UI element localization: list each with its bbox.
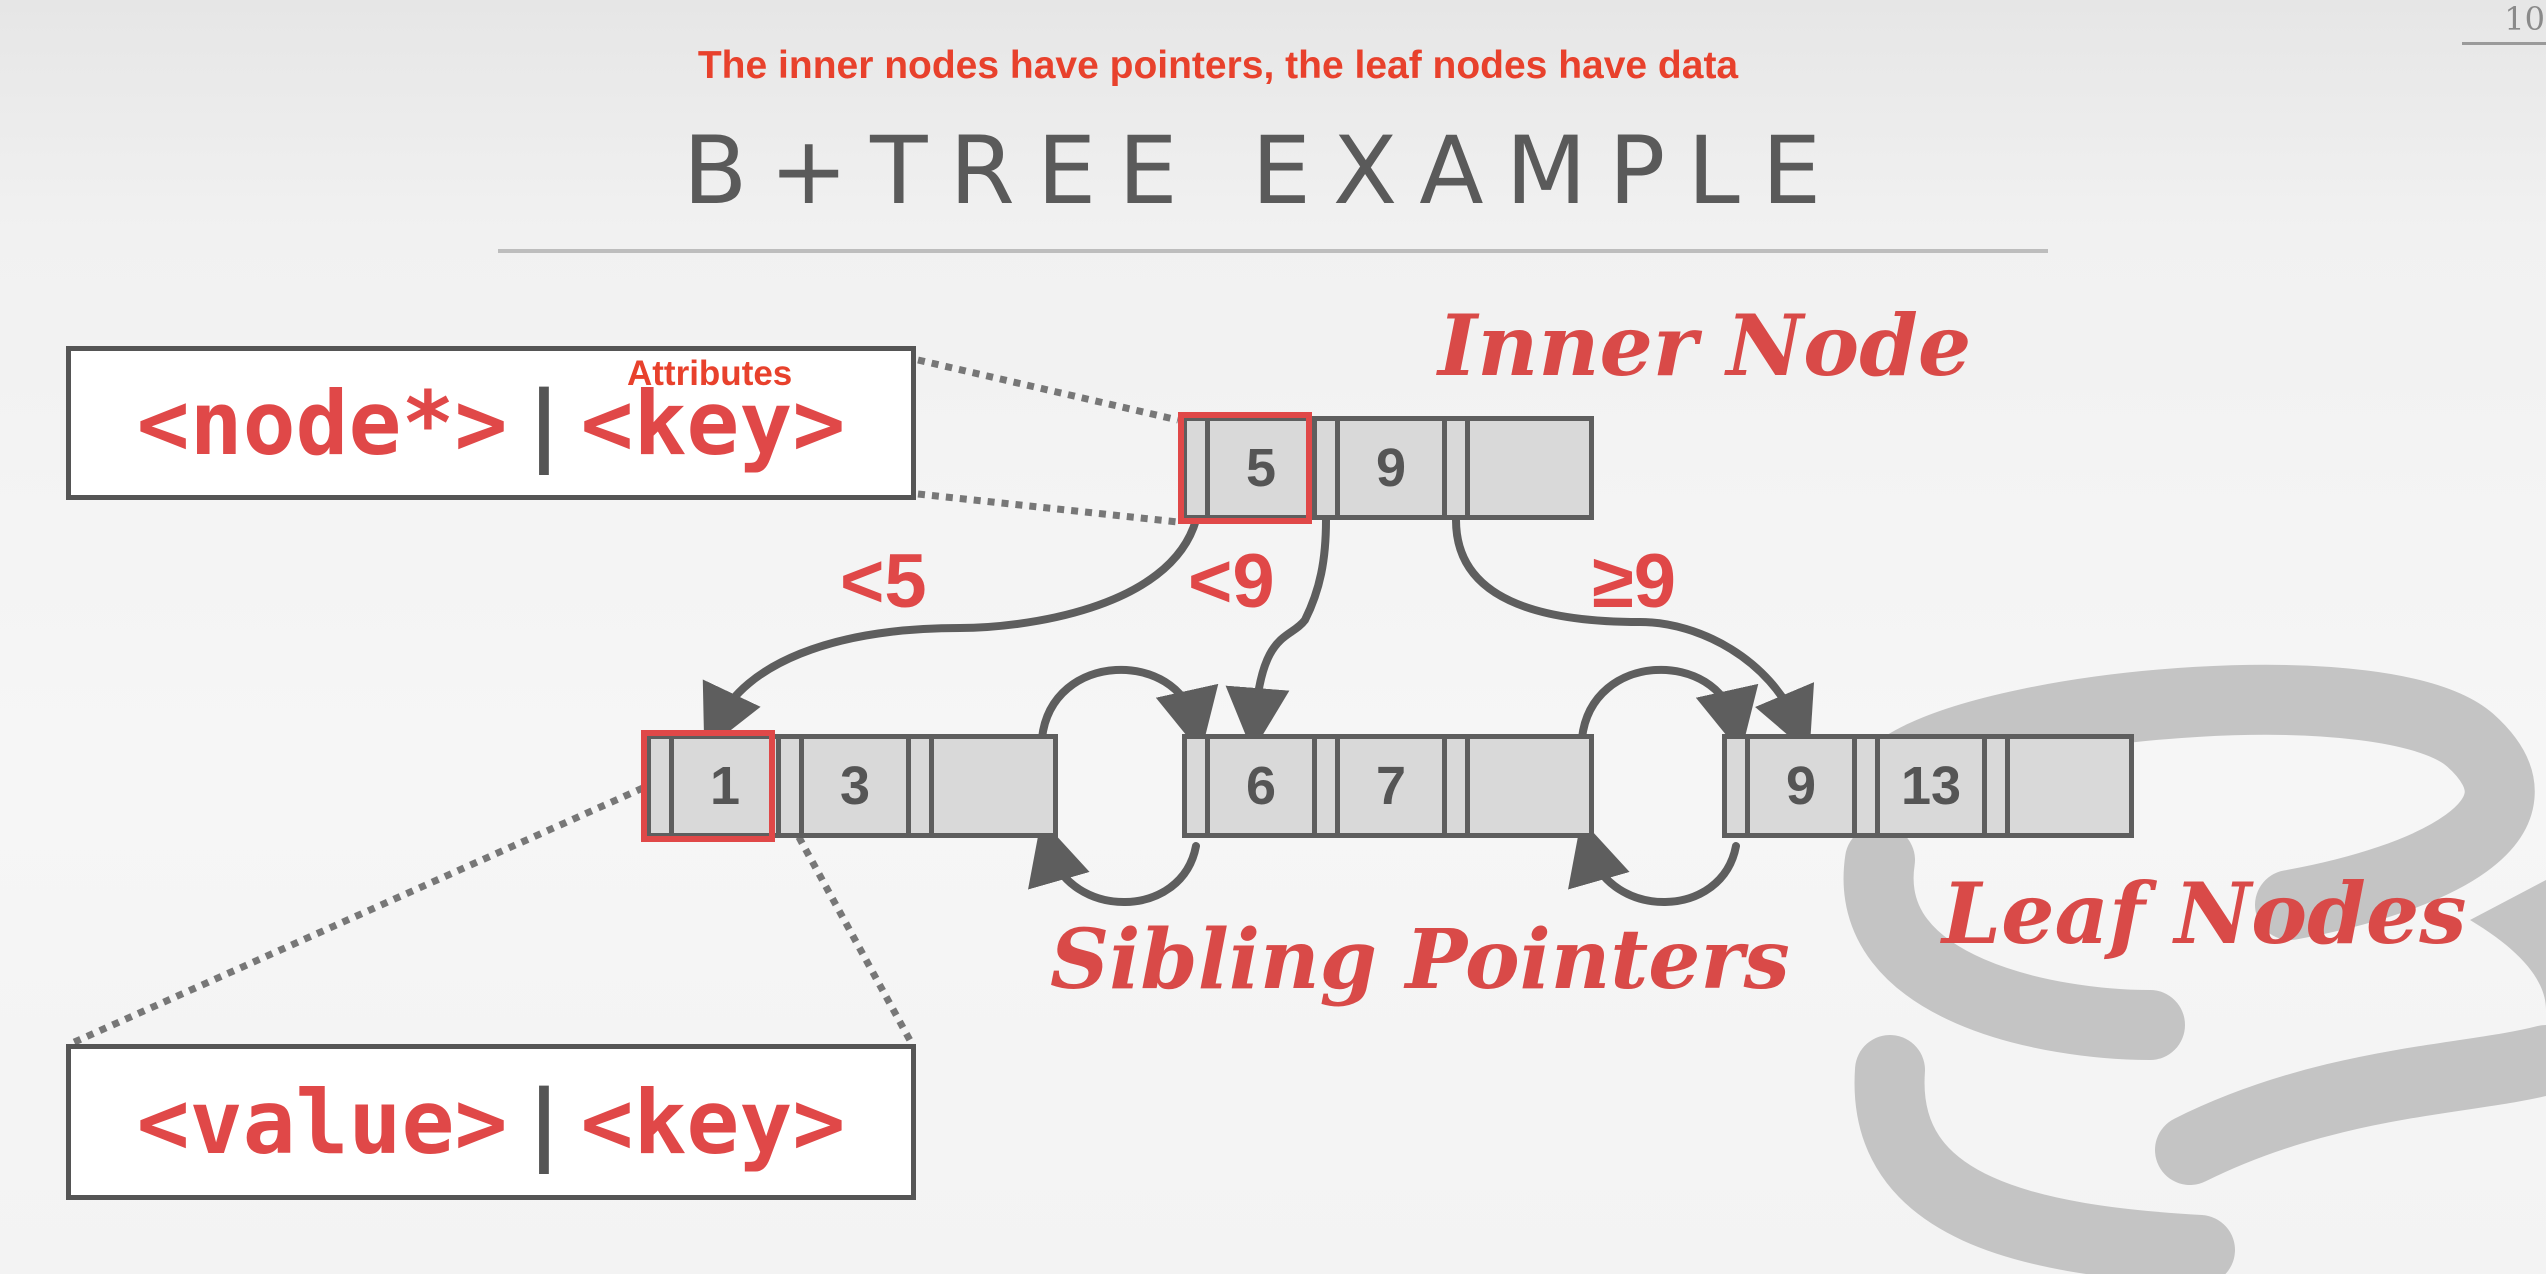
key-cell [934, 734, 1036, 838]
value-cell [1722, 734, 1750, 838]
leaf-nodes-label: Leaf Nodes [1942, 864, 2467, 963]
attributes-label: Attributes [627, 354, 793, 393]
entry-separator: | [517, 1070, 571, 1174]
edge-ge9 [1452, 516, 1815, 754]
key-cell: 9 [1750, 734, 1852, 838]
key-cell [1470, 734, 1572, 838]
key-part: <key> [580, 371, 846, 475]
inner-entry-leaders [917, 356, 1179, 526]
inner-node: 5 9 [1182, 416, 1594, 520]
edge-label-ge9: ≥9 [1592, 539, 1676, 624]
node-pointer-cell [1442, 416, 1470, 520]
leaf-entry-highlight [641, 730, 775, 842]
key-cell [2010, 734, 2112, 838]
slide-number-rule [2462, 42, 2546, 45]
title-divider [498, 249, 2048, 253]
leaf-node: 1 3 [646, 734, 1058, 838]
sibling-pointers-label: Sibling Pointers [1050, 912, 1790, 1008]
edge-lt5 [702, 516, 1200, 751]
key-cell: 3 [804, 734, 906, 838]
value-cell [1852, 734, 1880, 838]
value-cell [906, 734, 934, 838]
key-cell: 5 [1210, 416, 1312, 520]
value-cell [1182, 734, 1210, 838]
key-cell [1470, 416, 1572, 520]
sibling-pointer-2-1 [1028, 819, 1200, 906]
sibling-pointer-cell [1036, 734, 1058, 838]
sibling-pointer-cell [1572, 734, 1594, 838]
slide-subtitle: The inner nodes have pointers, the leaf … [697, 44, 1739, 87]
key-cell: 6 [1210, 734, 1312, 838]
entry-separator: | [517, 371, 571, 475]
node-pointer-cell [1572, 416, 1594, 520]
sibling-pointer-cell [2112, 734, 2134, 838]
edge-label-lt5: <5 [840, 539, 927, 624]
leaf-node: 9 13 [1722, 734, 2134, 838]
node-pointer-cell [1182, 416, 1210, 520]
value-cell [1312, 734, 1340, 838]
key-cell: 13 [1880, 734, 1982, 838]
edge-lt9 [1225, 516, 1330, 752]
node-pointer-cell [1312, 416, 1340, 520]
value-cell [1442, 734, 1470, 838]
slide-number: 10 [2504, 0, 2545, 38]
inner-entry-highlight [1178, 412, 1312, 524]
leaf-entry-legend: <value> | <key> [66, 1044, 916, 1200]
key-cell: 1 [674, 734, 776, 838]
key-part: <key> [580, 1070, 846, 1174]
edge-label-lt9: <9 [1188, 539, 1275, 624]
inner-entry-legend: <node*> | <key> [66, 346, 916, 500]
value-cell [646, 734, 674, 838]
key-cell: 9 [1340, 416, 1442, 520]
sibling-pointer-3-2 [1568, 819, 1740, 906]
sibling-pointer-2-3 [1578, 665, 1759, 754]
sibling-pointer-1-2 [1038, 665, 1219, 754]
inner-node-label: Inner Node [1438, 296, 1972, 395]
node-pointer-part: <node*> [136, 371, 508, 475]
leaf-node: 6 7 [1182, 734, 1594, 838]
value-part: <value> [136, 1070, 508, 1174]
slide-title: B+TREE EXAMPLE [682, 117, 1844, 226]
key-cell: 7 [1340, 734, 1442, 838]
value-cell [776, 734, 804, 838]
value-cell [1982, 734, 2010, 838]
